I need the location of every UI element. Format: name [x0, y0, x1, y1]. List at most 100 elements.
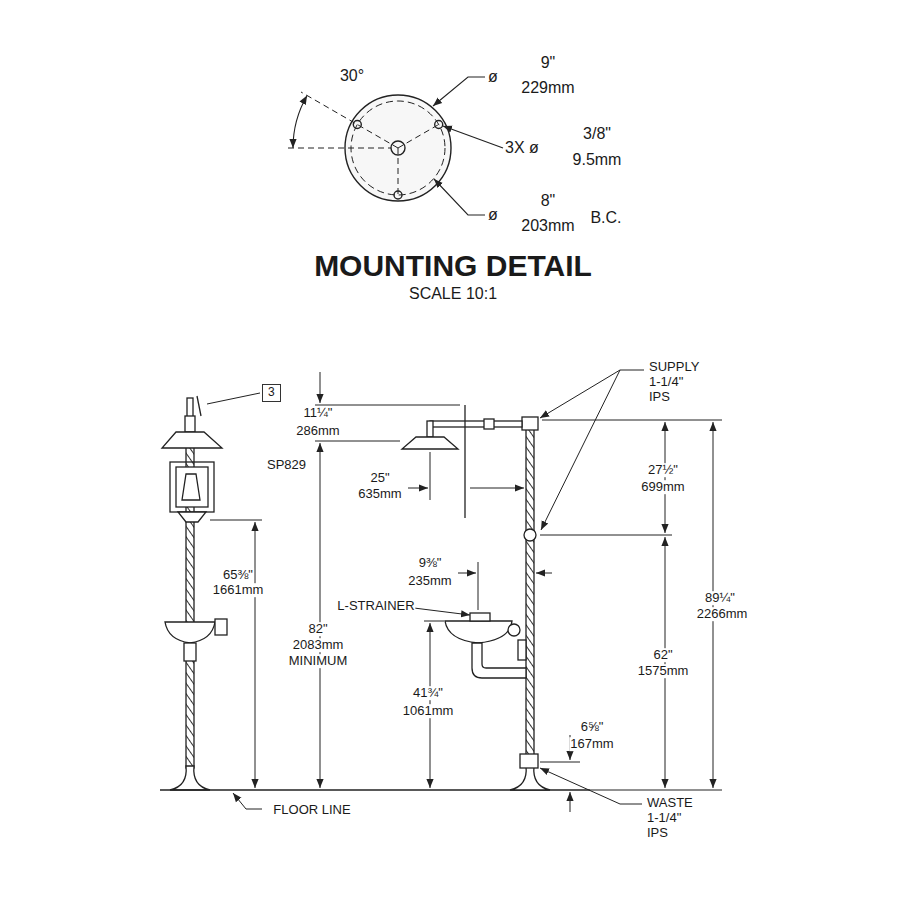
dimension-lines	[315, 370, 722, 812]
dimension-lines-part	[540, 370, 644, 418]
dimension-label: 1661mm	[212, 583, 265, 597]
dimension-lines-part	[590, 790, 722, 791]
dimension-label: 8"	[540, 193, 557, 210]
dimension-label: SUPPLY 1-1/4" IPS	[648, 360, 706, 405]
side-view-fixture-part	[185, 416, 195, 432]
dimension-label: 3/8"	[582, 126, 612, 143]
dimension-lines-part	[542, 420, 722, 421]
dimension-label: 9.5mm	[572, 152, 623, 169]
dimension-label: 41¾"	[412, 686, 444, 700]
mounting-flange	[288, 92, 451, 201]
leader-lines	[293, 77, 503, 215]
front-view-fixture-part	[470, 613, 490, 621]
dimension-lines-part	[570, 792, 571, 812]
dimension-lines-part	[541, 370, 620, 530]
leader-lines-part	[434, 179, 485, 215]
dimension-lines-part	[233, 793, 262, 809]
leader-lines-part	[443, 126, 503, 148]
dimension-lines-part	[665, 537, 666, 788]
front-view-fixture-part	[520, 754, 538, 768]
dimension-label: 1575mm	[637, 664, 690, 678]
dimension-label: B.C.	[589, 210, 622, 227]
dimension-label: 286mm	[295, 424, 340, 438]
dimension-lines-part	[424, 621, 444, 622]
dimension-lines-part	[320, 443, 321, 788]
side-view-fixture-part	[176, 467, 208, 507]
dimension-label: 3X ø	[504, 140, 540, 157]
front-view-fixture-part	[445, 621, 512, 643]
front-view-fixture-part	[464, 405, 465, 518]
dimension-label: 9⅜"	[418, 556, 443, 570]
side-view-fixture-part	[215, 619, 227, 635]
dimension-label: 25"	[369, 471, 390, 485]
mounting-flange-part	[301, 92, 398, 148]
mounting-flange-part	[351, 101, 445, 195]
dimension-label: SP829	[266, 458, 307, 472]
dimension-label: 82"	[307, 622, 328, 636]
dimension-label: 89¼"	[704, 591, 736, 605]
side-view-fixture-part	[187, 398, 193, 418]
dimension-lines-part	[458, 573, 476, 574]
dimension-lines-part	[536, 573, 552, 574]
dimension-label: 229mm	[520, 80, 575, 97]
mounting-flange-part	[288, 148, 391, 149]
dimension-lines-part	[320, 372, 321, 403]
dimension-label: SCALE 10:1	[408, 286, 498, 303]
callout-box: 3	[262, 384, 281, 402]
front-view-fixture-part	[522, 417, 538, 430]
dimension-lines-part	[414, 608, 470, 615]
front-view-fixture-part	[508, 624, 520, 636]
dimension-lines-part	[255, 522, 256, 788]
dimension-lines-part	[478, 562, 479, 610]
dimension-label: 635mm	[357, 487, 402, 501]
dimension-label: 1061mm	[402, 704, 455, 718]
dimension-lines-part	[210, 520, 262, 521]
front-view-fixture-part	[484, 419, 494, 429]
front-view-fixture-part	[526, 428, 534, 764]
side-view-fixture-part	[197, 396, 201, 416]
dimension-lines-part	[540, 535, 672, 536]
dimension-lines	[160, 393, 590, 809]
front-view-fixture-part	[427, 421, 433, 437]
side-view-fixture-part	[184, 643, 196, 661]
callout-number: 3	[268, 385, 275, 399]
dimension-label: 27½"	[647, 463, 679, 477]
dimension-lines-part	[408, 488, 428, 489]
dimension-lines-part	[540, 762, 580, 763]
front-view-fixture	[402, 405, 550, 790]
side-view-fixture-part	[170, 766, 210, 790]
dimension-label: 65⅜"	[222, 568, 254, 582]
side-view-fixture-part	[182, 474, 200, 500]
dimension-label: ø	[487, 207, 499, 224]
dimension-lines-part	[665, 422, 666, 533]
dimension-label: 30°	[339, 68, 365, 85]
dimension-lines-part	[315, 405, 460, 406]
dimension-lines-part	[470, 488, 524, 489]
leader-lines-part	[433, 77, 485, 106]
dimension-label: FLOOR LINE	[272, 803, 351, 817]
side-view-fixture-part	[178, 512, 206, 522]
dimension-label: 11¼"	[303, 406, 334, 420]
dimension-label: 235mm	[407, 574, 452, 588]
front-view-fixture-part	[402, 437, 458, 449]
leader-lines-part	[293, 96, 307, 149]
dimension-label: MINIMUM	[288, 654, 349, 668]
dimension-label: 6⅝"	[580, 720, 605, 734]
dimension-label: 2083mm	[292, 638, 345, 652]
dimension-label: 699mm	[640, 480, 685, 494]
dimension-label: 2266mm	[696, 607, 749, 621]
mounting-flange-part	[435, 121, 443, 129]
mounting-flange-part	[353, 121, 361, 129]
dimension-label: L-STRAINER	[336, 599, 415, 613]
mounting-flange-part	[398, 148, 399, 195]
front-view-fixture-part	[524, 529, 536, 541]
dimension-label: ø	[487, 69, 499, 86]
dimension-lines-part	[713, 422, 714, 788]
section-title: MOUNTING DETAIL	[314, 249, 592, 283]
front-view-fixture-part	[430, 421, 522, 427]
dimension-lines-part	[540, 768, 642, 804]
dimension-lines-part	[207, 393, 260, 404]
